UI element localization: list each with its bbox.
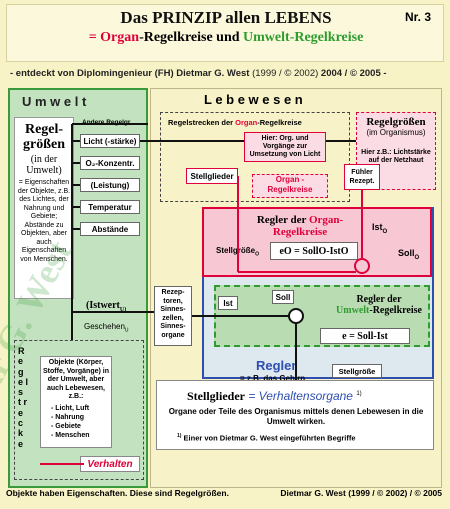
organ-regelkreise-box: Organ - Regelkreise	[252, 174, 328, 198]
eq-umwelt-box: e = Soll-Ist	[320, 328, 410, 344]
item-leistung: (Leistung)	[80, 178, 140, 192]
stellglieder-desc: Organe oder Teile des Organismus mittels…	[168, 407, 424, 426]
discoverer-years: (1999 / © 2002)	[252, 68, 319, 79]
discoverer-line: - entdeckt von Diplomingenieur (FH) Diet…	[10, 68, 440, 79]
hier-box: Hier: Org. und Vorgänge zur Umsetzung vo…	[244, 132, 326, 162]
regler-umwelt-title: Regler der Umwelt-Regelkreise	[330, 294, 428, 316]
ist-box: Ist	[218, 296, 238, 310]
regelgroessen-organ-sub: (im Organismus)	[366, 128, 426, 137]
regelstrecken-c: -Regelkreise	[257, 118, 302, 127]
regelstrecken-a: Regelstrecken der	[168, 118, 234, 127]
subtitle-end: -Regelkreise	[289, 30, 364, 45]
stellglieder-line: Stellglieder = Verhaltensorgane 1)	[187, 389, 362, 404]
geschehen-text: Geschehen	[84, 322, 125, 331]
discoverer-years2: 2004 / © 2005 -	[320, 68, 387, 79]
objekte-item-1: - Nahrung	[51, 413, 85, 421]
soll-o-sub: O	[414, 254, 420, 261]
stellgroesse-box: Stellgröße	[332, 364, 382, 378]
page-number: Nr. 3	[404, 10, 431, 24]
item-licht: Licht (-stärke)	[80, 134, 140, 148]
umwelt-sum-node	[288, 308, 304, 324]
regelgroessen-organ-box: Regelgrößen (im Organismus) Hier z.B.: L…	[356, 112, 436, 190]
lebewesen-heading: L e b e w e s e n	[204, 92, 303, 107]
regelgroessen-organ-title: Regelgrößen	[366, 116, 426, 128]
regler-umwelt-b: Umwelt	[336, 305, 370, 316]
fuehler-box: Fühler Rezept.	[344, 164, 380, 190]
regelstrecken-title: Regelstrecken der Organ-Regelkreise	[168, 118, 302, 127]
subtitle-umwelt: Umwelt	[243, 30, 290, 45]
soll-o-label: SollO	[398, 248, 419, 261]
regler-organ-a: Regler der	[256, 214, 307, 226]
header: Das PRINZIP allen LEBENS Nr. 3 = Organ-R…	[6, 4, 444, 62]
objekte-item-2: - Gebiete	[51, 422, 81, 430]
regler-label: Regler	[256, 358, 297, 373]
geschehen-label: GeschehenU	[84, 322, 129, 334]
organ-rk-a: Organ -	[275, 175, 305, 184]
soll-o-text: Soll	[398, 248, 415, 258]
footer: Objekte haben Eigenschaften. Diese sind …	[6, 488, 444, 498]
stellglieder-box: Stellglieder = Verhaltensorgane 1) Organ…	[156, 380, 434, 450]
ist-o-text: Ist	[372, 222, 383, 232]
subtitle-eq: =	[88, 30, 97, 45]
fn-mark: 1)	[356, 391, 362, 397]
regelgroessen-box: Regel-größen (in der Umwelt) = Eigenscha…	[14, 117, 74, 299]
regelgroessen-desc: = Eigenschaften der Objekte, z.B. des Li…	[17, 179, 71, 263]
regler-organ-b: Organ-	[308, 214, 344, 226]
objekte-item-0: - Licht, Luft	[51, 404, 90, 412]
istwert-sub: U)	[119, 307, 127, 313]
objekte-title: Objekte (Körper, Stoffe, Vorgänge) in de…	[43, 359, 109, 400]
regelstrecken-area	[160, 112, 350, 202]
regler-umwelt-c: -Regelkreise	[369, 305, 422, 316]
item-abstaende: Abstände	[80, 222, 140, 236]
regelgroessen-title: Regel-größen	[23, 122, 65, 152]
stellgroesse-o-label: StellgrößeO	[216, 246, 259, 258]
hier-zb: Hier z.B.: Lichtstärke auf der Netzhaut	[361, 149, 431, 164]
eq-organ-box: eO = SollO-IstO	[270, 242, 358, 260]
footnote-mark: 1)	[177, 433, 182, 439]
regler-organ-c: Regelkreise	[272, 226, 328, 238]
rezeptoren-box: Rezep-toren, Sinnes-zellen, Sinnes-organ…	[154, 286, 192, 346]
stellglieder-footnote: 1) Einer von Dietmar G. West eingeführte…	[177, 433, 356, 443]
item-o2: O₂-Konzentr.	[80, 156, 140, 170]
regelstrecke-area	[14, 340, 144, 480]
subtitle-mid: -Regelkreise und	[139, 30, 240, 45]
regelstrecken-b: Organ	[235, 118, 258, 127]
footer-left: Objekte haben Eigenschaften. Diese sind …	[6, 488, 229, 498]
regelgroessen-sub: (in der Umwelt)	[26, 154, 62, 176]
ist-o-label: IstO	[372, 222, 387, 235]
stellgroesse-o-sub: O	[255, 251, 260, 258]
umwelt-heading: U m w e l t	[22, 94, 87, 109]
organ-sum-node	[354, 258, 370, 274]
stellgroesse-o-text: Stellgröße	[216, 246, 256, 255]
organ-rk-b: Regelkreise	[267, 185, 313, 194]
footnote-text: Einer von Dietmar G. West eingeführten B…	[183, 433, 356, 443]
ist-o-sub: O	[382, 228, 388, 235]
discoverer-text: - entdeckt von Diplomingenieur (FH) Diet…	[10, 68, 250, 79]
page-subtitle: = Organ-Regelkreise und Umwelt-Regelkrei…	[7, 30, 445, 46]
regler-sub: = z.B. das Gehirn	[240, 374, 306, 383]
soll-box: Soll	[272, 290, 294, 304]
objekte-item-3: - Menschen	[51, 431, 90, 439]
regelstrecke-vertical: R e g e l s t r e c k e	[18, 346, 29, 449]
item-andere: Andere Regelgr.	[82, 119, 132, 126]
page-title: Das PRINZIP allen LEBENS	[120, 8, 332, 27]
regler-umwelt-a: Regler der	[356, 294, 402, 305]
item-temperatur: Temperatur	[80, 200, 140, 214]
regler-organ-title: Regler der Organ- Regelkreise	[240, 214, 360, 238]
stellglieder-title: Stellglieder	[187, 389, 245, 403]
istwert-text: (Istwert	[86, 300, 120, 311]
istwert-label: (IstwertU)	[86, 300, 126, 313]
verhaltensorgane: = Verhaltensorgane	[248, 389, 353, 403]
objekte-box: Objekte (Körper, Stoffe, Vorgänge) in de…	[40, 356, 112, 448]
footer-right: Dietmar G. West (1999 / © 2002) / © 2005	[280, 488, 442, 498]
subtitle-organ: Organ	[100, 30, 140, 45]
geschehen-sub: U	[124, 327, 129, 334]
